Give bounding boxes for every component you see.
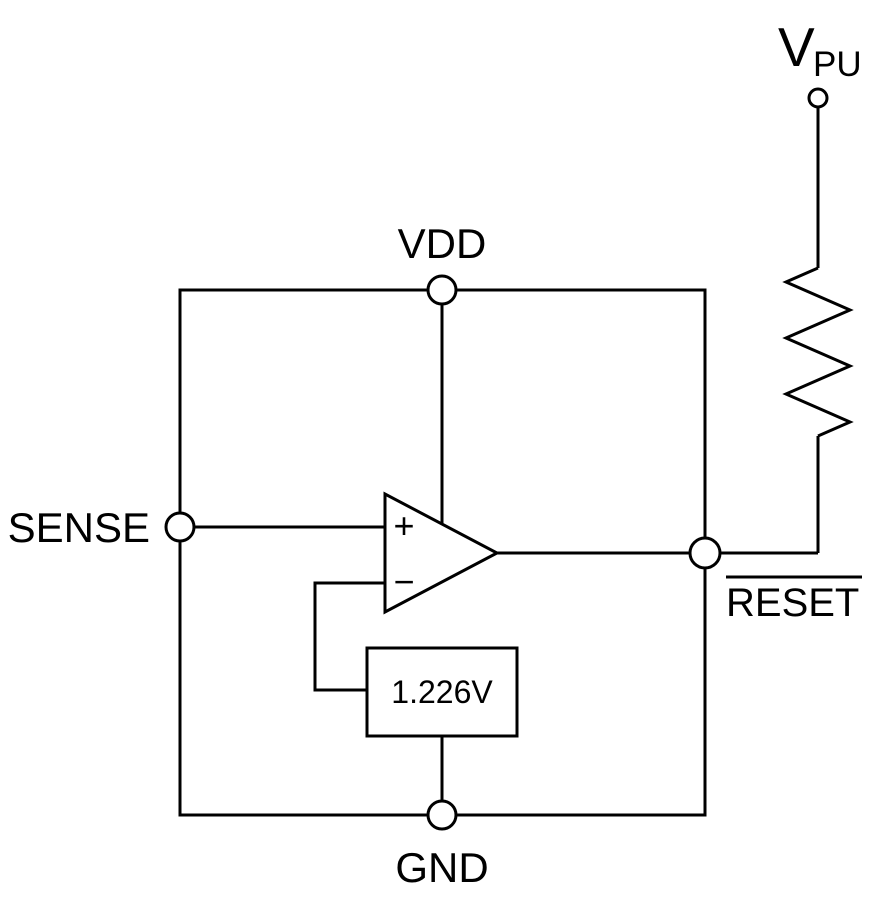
gnd-label: GND (395, 844, 488, 891)
reference-voltage-label: 1.226V (391, 674, 493, 710)
reset-terminal-node (688, 536, 722, 570)
reset-label: RESET (726, 581, 859, 625)
gnd-terminal-node (426, 799, 458, 831)
vdd-terminal-node (426, 274, 458, 306)
vpu-terminal-node (807, 87, 829, 109)
comparator-triangle (383, 491, 501, 615)
pullup-resistor (782, 266, 854, 438)
vdd-label: VDD (398, 220, 487, 267)
wire-minus-to-reference (313, 581, 385, 692)
sense-terminal-node (164, 511, 196, 543)
comparator-plus-input-label: + (393, 505, 414, 546)
sense-label: SENSE (8, 504, 150, 551)
comparator-minus-input-label: − (393, 561, 414, 602)
reference-voltage-box (365, 646, 519, 738)
vpu-label-base: V (778, 16, 815, 78)
vpu-label-subscript: PU (813, 45, 862, 84)
